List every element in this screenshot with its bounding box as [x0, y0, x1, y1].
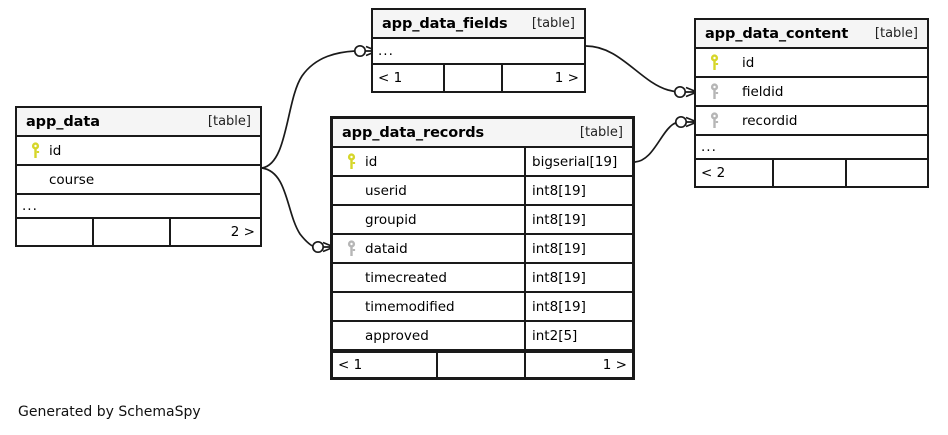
table-node-app_data_records[interactable]: app_data_records [table] id bigserial[19… — [330, 116, 635, 380]
footer-parents-count[interactable]: < 1 — [373, 65, 445, 91]
table-title-app_data: app_data — [26, 113, 100, 130]
column-label: id — [365, 153, 378, 170]
column-label: timemodified — [365, 298, 455, 315]
column-name-cell: approved — [333, 322, 524, 349]
column-name-cell: fieldid — [696, 78, 927, 105]
foreign-key-icon — [704, 112, 724, 129]
column-label: timecreated — [365, 269, 447, 286]
column-type: int8[19] — [524, 206, 632, 233]
table-footer-app_data_fields: < 1 1 > — [373, 65, 584, 91]
column-name-cell: id — [696, 49, 927, 76]
edge-app_data_records-app_data_content — [633, 115, 698, 163]
table-title-app_data_content: app_data_content — [705, 25, 849, 42]
table-row[interactable]: course — [17, 166, 260, 195]
foreign-key-icon — [704, 83, 724, 100]
column-name-cell: recordid — [696, 107, 927, 134]
table-header-app_data: app_data [table] — [17, 108, 260, 137]
table-kind-app_data: [table] — [207, 114, 251, 129]
column-type: int8[19] — [524, 293, 632, 320]
footer-middle — [774, 160, 847, 186]
table-kind-app_data_content: [table] — [874, 26, 918, 41]
footer-parents-count[interactable]: < 1 — [333, 353, 438, 377]
column-label: id — [49, 142, 62, 159]
primary-key-icon — [704, 54, 724, 71]
table-row[interactable]: timecreated int8[19] — [333, 264, 632, 293]
column-type: int8[19] — [524, 235, 632, 262]
foreign-key-icon — [341, 240, 361, 257]
column-label: approved — [365, 327, 429, 344]
footer-middle — [445, 65, 503, 91]
table-row[interactable]: fieldid — [696, 78, 927, 107]
column-label: groupid — [365, 211, 417, 228]
footer-middle — [94, 219, 171, 245]
more-columns-ellipsis: ... — [373, 39, 584, 65]
column-label: course — [49, 171, 95, 188]
table-footer-app_data_records: < 1 1 > — [333, 351, 632, 377]
column-name-cell: id — [17, 137, 260, 164]
table-kind-app_data_fields: [table] — [531, 16, 575, 31]
column-name-cell: userid — [333, 177, 524, 204]
table-row[interactable]: id bigserial[19] — [333, 148, 632, 177]
column-label: dataid — [365, 240, 408, 257]
table-node-app_data_content[interactable]: app_data_content [table] id — [694, 18, 929, 188]
primary-key-icon — [25, 142, 45, 159]
footer-parents-count[interactable] — [17, 219, 94, 245]
column-name-cell: course — [17, 166, 260, 193]
column-name-cell: timecreated — [333, 264, 524, 291]
column-name-cell: groupid — [333, 206, 524, 233]
table-row[interactable]: dataid int8[19] — [333, 235, 632, 264]
column-type: bigserial[19] — [524, 148, 632, 175]
table-header-app_data_fields: app_data_fields [table] — [373, 10, 584, 39]
table-row[interactable]: userid int8[19] — [333, 177, 632, 206]
table-header-app_data_content: app_data_content [table] — [696, 20, 927, 49]
footer-middle — [438, 353, 526, 377]
table-kind-app_data_records: [table] — [579, 125, 623, 140]
column-label: id — [742, 54, 755, 71]
footer-parents-count[interactable]: < 2 — [696, 160, 774, 186]
table-footer-app_data: 2 > — [17, 219, 260, 245]
footer-children-count[interactable]: 1 > — [554, 70, 579, 86]
column-label: fieldid — [742, 83, 784, 100]
table-row[interactable]: timemodified int8[19] — [333, 293, 632, 322]
footer-children-count[interactable]: 1 > — [602, 357, 627, 373]
table-row[interactable]: id — [696, 49, 927, 78]
table-node-app_data[interactable]: app_data [table] id course — [15, 106, 262, 247]
edge-app_data_fields-app_data_content — [585, 45, 698, 99]
footer-children-count[interactable] — [847, 160, 927, 186]
column-type: int8[19] — [524, 177, 632, 204]
table-title-app_data_fields: app_data_fields — [382, 15, 508, 32]
edge-app_data-app_data_records — [261, 167, 335, 254]
footer-children-count[interactable]: 2 > — [230, 224, 255, 240]
column-name-cell: id — [333, 148, 524, 175]
generator-credit: Generated by SchemaSpy — [18, 404, 201, 420]
table-footer-app_data_content: < 2 — [696, 160, 927, 186]
table-row[interactable]: recordid — [696, 107, 927, 136]
column-label: userid — [365, 182, 407, 199]
column-type: int2[5] — [524, 322, 632, 349]
table-title-app_data_records: app_data_records — [342, 124, 485, 141]
more-columns-ellipsis: ... — [696, 136, 927, 160]
table-node-app_data_fields[interactable]: app_data_fields [table] ... < 1 1 > — [371, 8, 586, 93]
column-name-cell: timemodified — [333, 293, 524, 320]
primary-key-icon — [341, 153, 361, 170]
table-row[interactable]: approved int2[5] — [333, 322, 632, 351]
table-row[interactable]: id — [17, 137, 260, 166]
table-row[interactable]: groupid int8[19] — [333, 206, 632, 235]
column-label: recordid — [742, 112, 798, 129]
column-type: int8[19] — [524, 264, 632, 291]
table-header-app_data_records: app_data_records [table] — [333, 119, 632, 148]
more-columns-ellipsis: ... — [17, 195, 260, 219]
column-name-cell: dataid — [333, 235, 524, 262]
